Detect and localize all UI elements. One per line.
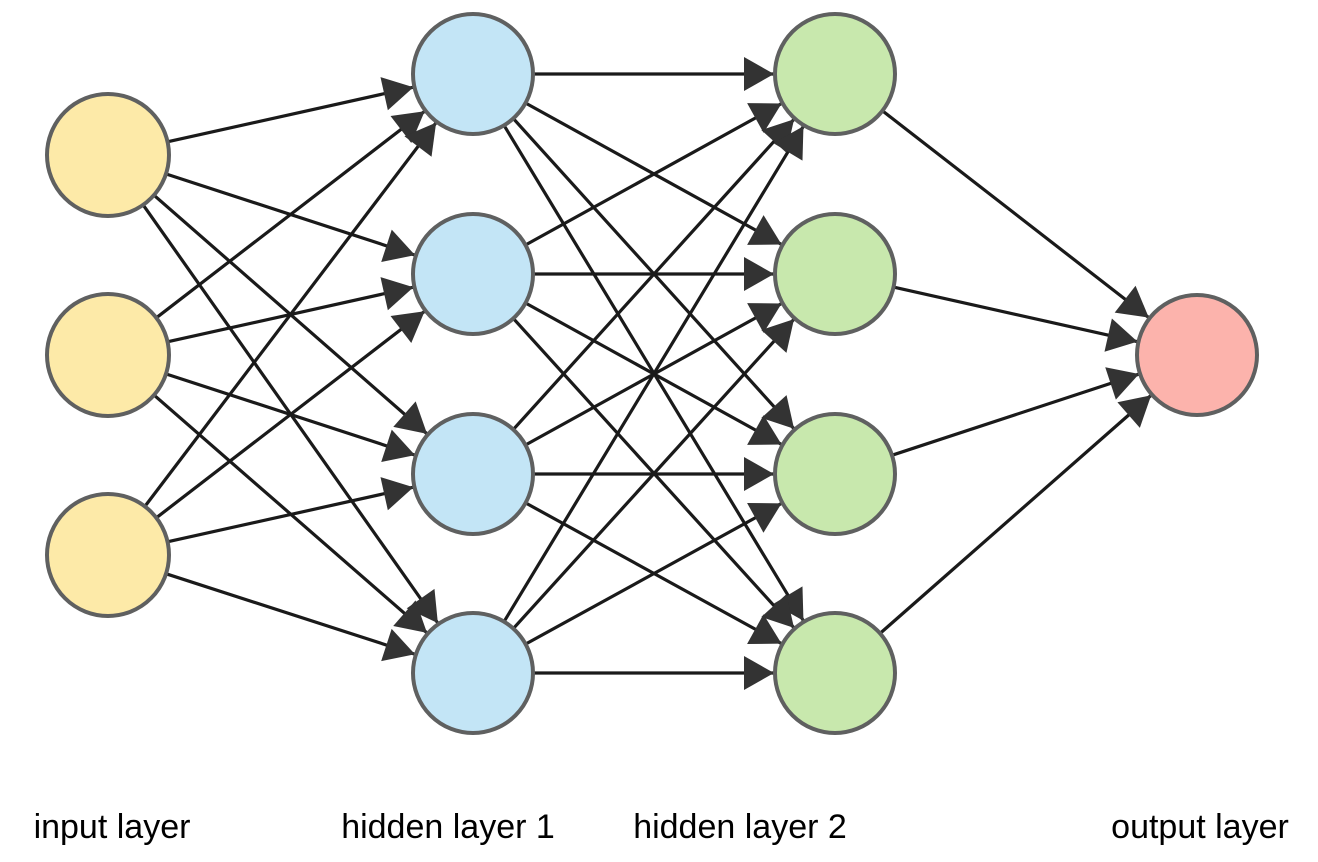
neuron-node-hidden2-1[interactable] <box>773 12 897 136</box>
layer-label-hidden1: hidden layer 1 <box>341 808 555 846</box>
arrow-head-icon <box>390 311 425 343</box>
neuron-node-hidden2-2[interactable] <box>773 212 897 336</box>
arrow-head-icon <box>747 103 782 133</box>
arrow-head-icon <box>393 600 428 633</box>
arrow-head-icon <box>744 457 774 491</box>
connection-edge <box>156 309 426 519</box>
arrow-head-icon <box>380 477 414 511</box>
arrow-head-icon <box>380 77 414 111</box>
arrow-head-icon <box>773 126 804 161</box>
connection-edge <box>156 109 426 319</box>
arrow-head-icon <box>381 229 415 262</box>
arrow-head-icon <box>381 429 415 462</box>
neuron-node-hidden1-1[interactable] <box>411 12 535 136</box>
arrow-head-icon <box>1114 285 1149 318</box>
connection-edge <box>503 125 805 622</box>
arrow-head-icon <box>1104 318 1138 352</box>
connection-edge <box>168 485 414 544</box>
connection-edge <box>894 285 1138 344</box>
neuron-node-input-1[interactable] <box>45 92 171 218</box>
neuron-node-hidden2-3[interactable] <box>773 412 897 536</box>
neuron-node-hidden1-4[interactable] <box>411 611 535 735</box>
arrow-head-icon <box>744 57 774 91</box>
arrow-head-icon <box>747 502 782 533</box>
arrow-head-icon <box>744 257 774 291</box>
arrow-head-icon <box>761 395 795 429</box>
arrow-head-icon <box>747 614 782 645</box>
neuron-node-output-1[interactable] <box>1135 293 1259 417</box>
arrow-head-icon <box>761 319 795 353</box>
neuron-node-input-3[interactable] <box>45 492 171 618</box>
arrow-head-icon <box>1105 367 1140 400</box>
connection-edge <box>144 121 438 507</box>
arrow-head-icon <box>1117 395 1152 428</box>
arrowheads-group <box>380 57 1152 690</box>
nodes-group <box>45 12 1259 735</box>
layer-label-output: output layer <box>1111 808 1289 846</box>
arrow-head-icon <box>747 215 782 245</box>
arrow-head-icon <box>747 303 782 333</box>
connection-edge <box>168 85 414 144</box>
connection-edge <box>166 572 416 656</box>
edges-group <box>142 72 1153 675</box>
arrow-head-icon <box>404 122 437 157</box>
neuron-node-input-2[interactable] <box>45 292 171 418</box>
connection-edge <box>512 318 796 629</box>
connection-edge <box>892 372 1140 457</box>
arrow-head-icon <box>747 415 782 445</box>
arrow-head-icon <box>406 588 438 624</box>
arrow-head-icon <box>381 628 415 662</box>
neuron-node-hidden1-3[interactable] <box>411 412 535 536</box>
connection-edge <box>512 118 796 430</box>
arrow-head-icon <box>380 277 414 311</box>
arrow-head-icon <box>390 111 425 143</box>
neuron-node-hidden2-4[interactable] <box>773 611 897 735</box>
connection-edge <box>879 394 1153 634</box>
arrow-head-icon <box>393 401 428 434</box>
layer-label-hidden2: hidden layer 2 <box>633 808 847 846</box>
connection-edge <box>882 110 1150 319</box>
layer-labels-group: input layer hidden layer 1 hidden layer 2 o… <box>34 808 1289 846</box>
connection-edge <box>525 102 783 246</box>
arrow-head-icon <box>744 656 774 690</box>
layer-label-input: input layer <box>34 808 191 846</box>
arrow-head-icon <box>761 594 795 628</box>
connection-edge <box>525 501 783 646</box>
neuron-node-hidden1-2[interactable] <box>411 212 535 336</box>
